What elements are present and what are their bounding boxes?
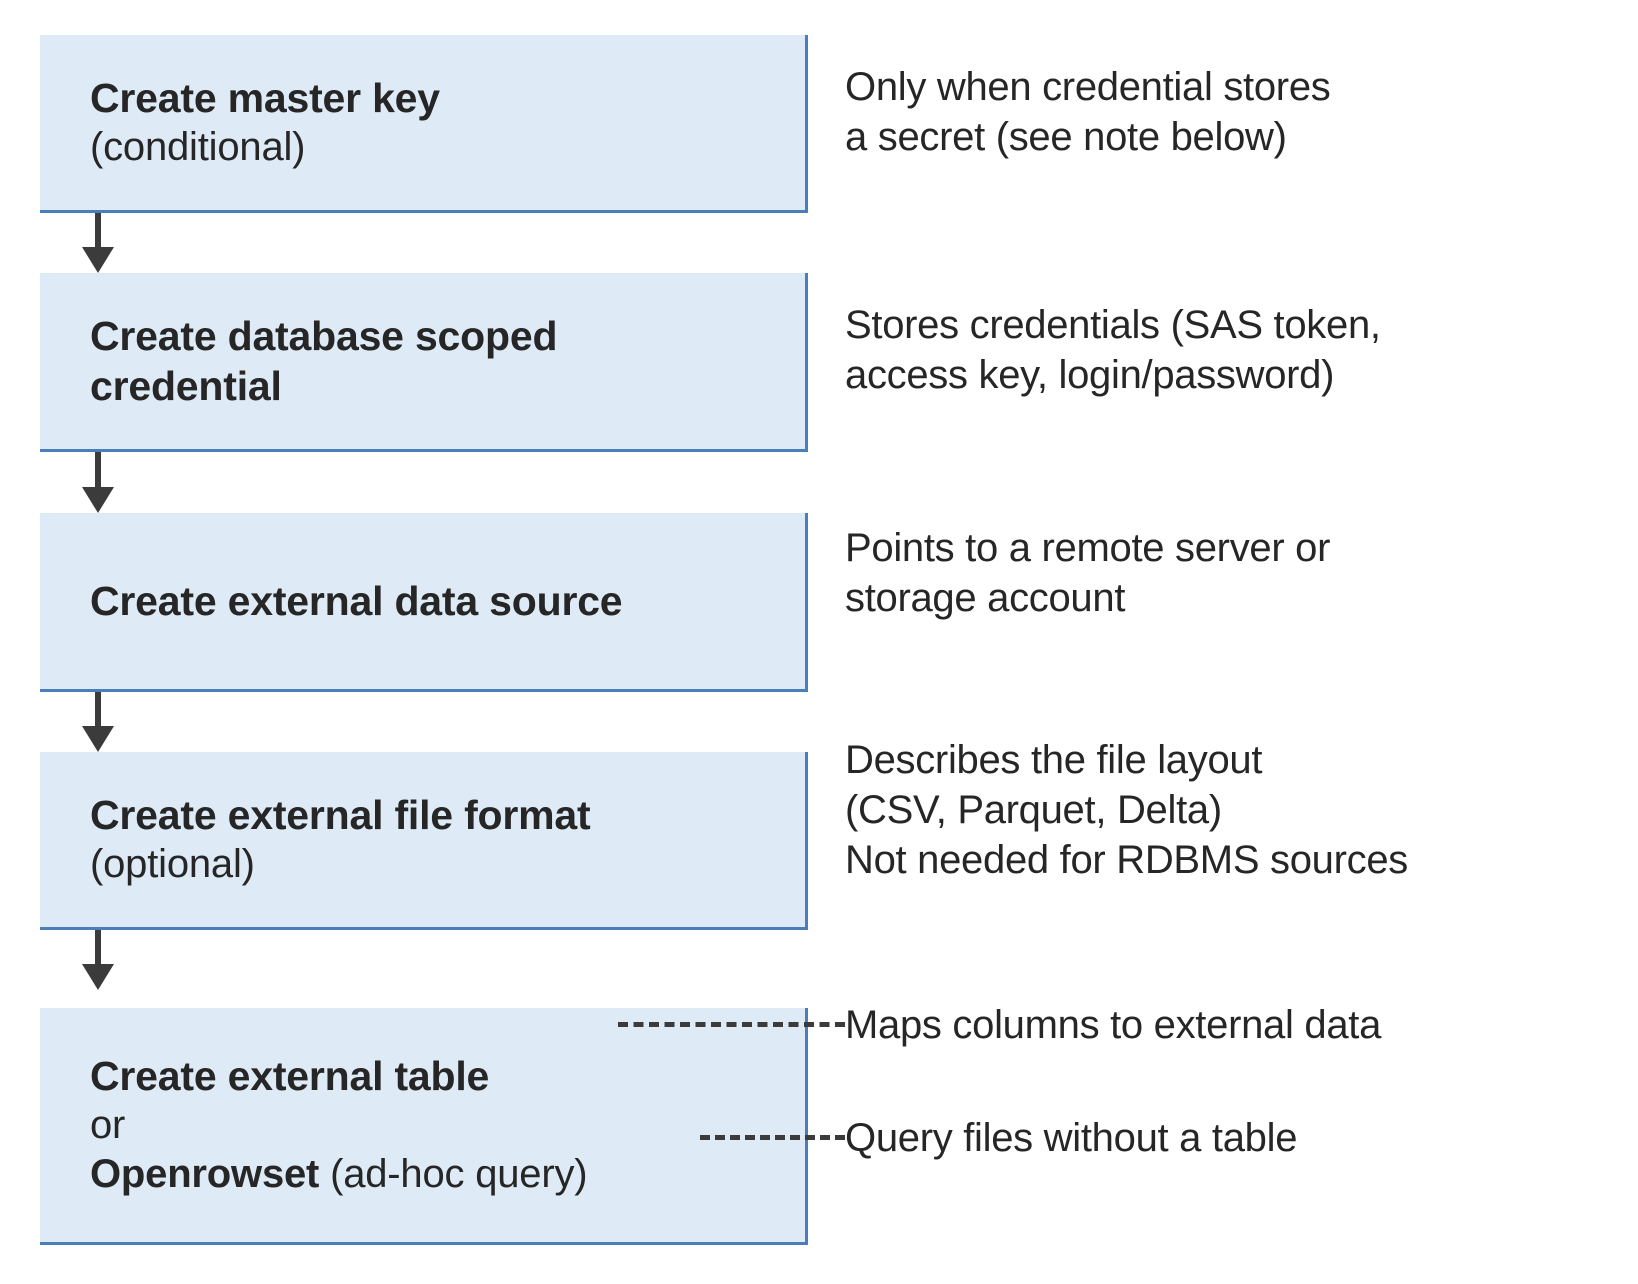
step-box-create-external-table-or-openrowset[interactable]: Create external table or Openrowset (ad-… [40, 1008, 808, 1245]
arrow-down-icon [82, 452, 114, 513]
step-title: Create external table [90, 1053, 490, 1100]
dashed-connector-external-table [618, 1022, 845, 1027]
step-box-create-master-key[interactable]: Create master key (conditional) [40, 35, 808, 213]
note-line: Not needed for RDBMS sources [845, 838, 1408, 882]
step-box-content: Create database scoped credential [40, 311, 805, 411]
step-box-create-database-scoped-credential[interactable]: Create database scoped credential [40, 273, 808, 452]
note-line: Stores credentials (SAS token, [845, 303, 1381, 347]
step-subtitle: (conditional) [90, 125, 306, 170]
arrow-down-icon [82, 213, 114, 273]
note-line: Describes the file layout [845, 738, 1263, 782]
step-alternative-title: Openrowset [90, 1152, 320, 1196]
step-box-create-external-data-source[interactable]: Create external data source [40, 513, 808, 692]
step-title-continued: credential [90, 363, 282, 409]
note-create-database-scoped-credential: Stores credentials (SAS token, access ke… [845, 300, 1625, 400]
note-line: Points to a remote server or [845, 526, 1331, 570]
step-alternative-suffix: (ad-hoc query) [319, 1152, 588, 1196]
note-line: Only when credential stores [845, 65, 1331, 109]
note-openrowset: Query files without a table [845, 1113, 1625, 1163]
note-line: Query files without a table [845, 1116, 1298, 1160]
note-line: Maps columns to external data [845, 1003, 1382, 1047]
note-line: (CSV, Parquet, Delta) [845, 788, 1222, 832]
step-alternative-connector: or [90, 1103, 126, 1148]
note-line: storage account [845, 576, 1126, 620]
note-create-external-file-format: Describes the file layout (CSV, Parquet,… [845, 735, 1625, 885]
step-title: Create external file format [90, 792, 591, 839]
note-create-external-table: Maps columns to external data [845, 1000, 1625, 1050]
note-line: a secret (see note below) [845, 115, 1287, 159]
step-box-content: Create external file format (optional) [40, 790, 805, 889]
step-box-content: Create external table or Openrowset (ad-… [40, 1051, 805, 1199]
dashed-connector-openrowset [700, 1135, 845, 1140]
step-box-create-external-file-format[interactable]: Create external file format (optional) [40, 752, 808, 930]
step-alternative-title-row: Openrowset (ad-hoc query) [90, 1150, 789, 1199]
step-title: Create database scoped [90, 312, 558, 359]
note-line: access key, login/password) [845, 353, 1335, 397]
step-title: Create master key [90, 75, 440, 122]
step-box-content: Create master key (conditional) [40, 73, 805, 172]
note-create-external-data-source: Points to a remote server or storage acc… [845, 523, 1625, 623]
arrow-down-icon [82, 692, 114, 752]
step-box-content: Create external data source [40, 576, 805, 626]
note-create-master-key: Only when credential stores a secret (se… [845, 62, 1625, 162]
step-subtitle: (optional) [90, 842, 255, 887]
step-title: Create external data source [90, 577, 623, 624]
arrow-down-icon [82, 930, 114, 990]
